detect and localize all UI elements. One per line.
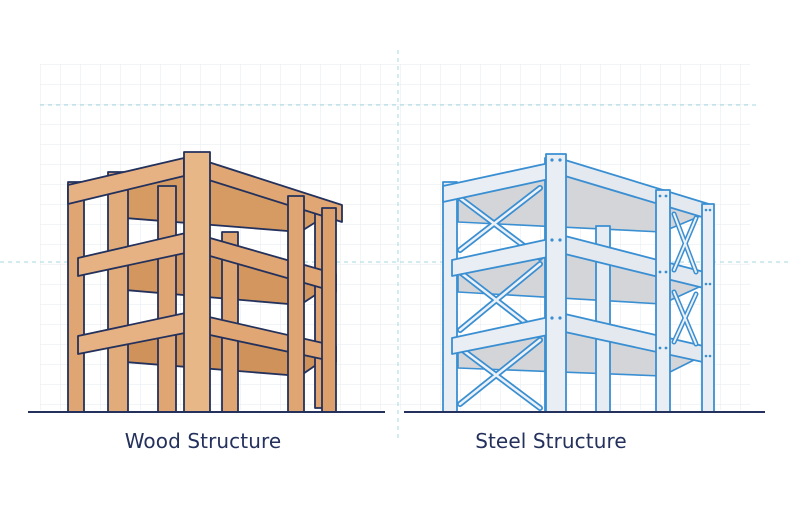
steel-structure-caption: Steel Structure xyxy=(475,429,627,453)
wood-structure-caption: Wood Structure xyxy=(124,429,282,453)
steel-building-frame-icon xyxy=(442,153,715,413)
wood-building-frame-icon xyxy=(67,151,343,413)
